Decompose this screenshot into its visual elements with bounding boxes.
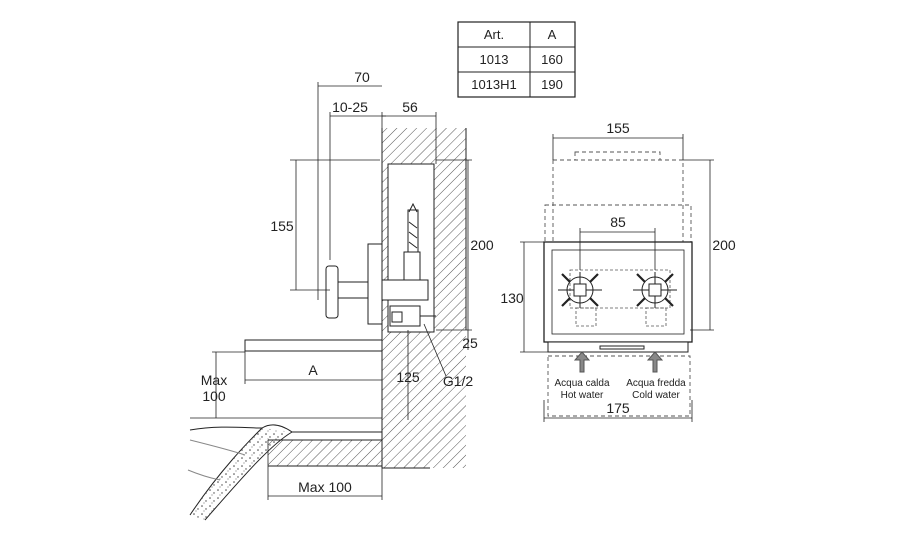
dim-125: 125 xyxy=(396,369,420,385)
side-view xyxy=(187,82,472,521)
table-cell: 1013 xyxy=(480,52,509,67)
dim-10-25: 10-25 xyxy=(332,99,368,115)
table-header-art: Art. xyxy=(484,27,504,42)
dim-a: A xyxy=(308,362,318,378)
dim-56: 56 xyxy=(402,99,418,115)
front-dim-130: 130 xyxy=(500,290,524,306)
dim-155: 155 xyxy=(270,218,294,234)
cold-water-label-it: Acqua fredda xyxy=(626,378,686,389)
table-cell: 160 xyxy=(541,52,563,67)
cold-water-label-en: Cold water xyxy=(632,390,680,401)
front-view xyxy=(520,134,714,422)
dim-25: 25 xyxy=(462,335,478,351)
thread-label: G1/2 xyxy=(443,373,474,389)
table-header-a: A xyxy=(548,27,557,42)
dim-70: 70 xyxy=(354,69,370,85)
max-100-bottom: Max 100 xyxy=(298,479,352,495)
front-dim-155: 155 xyxy=(606,120,630,136)
front-view-labels: 155 85 200 130 175 Acqua calda Hot water… xyxy=(500,120,736,416)
front-dim-85: 85 xyxy=(610,214,626,230)
dim-200: 200 xyxy=(470,237,494,253)
front-dim-175: 175 xyxy=(606,400,630,416)
side-view-labels: 70 10-25 56 155 200 25 A 125 G1/2 Max 10… xyxy=(201,69,494,495)
max-100-left-line2: 100 xyxy=(202,388,226,404)
max-100-left-line1: Max xyxy=(201,372,227,388)
table-cell: 1013H1 xyxy=(471,77,517,92)
hot-water-label-en: Hot water xyxy=(561,390,604,401)
article-table: Art. A 1013 160 1013H1 190 xyxy=(457,21,576,98)
hot-water-label-it: Acqua calda xyxy=(554,378,609,389)
table-cell: 190 xyxy=(541,77,563,92)
front-dim-200: 200 xyxy=(712,237,736,253)
